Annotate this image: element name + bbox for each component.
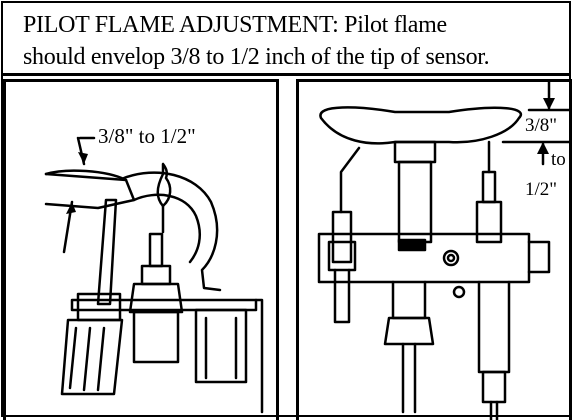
flame-tube-upper (44, 172, 136, 210)
pilot-assembly-front-view (317, 82, 569, 420)
mounting-bracket (70, 298, 258, 312)
thermocouple-lead (481, 370, 507, 404)
sensor-rod (96, 198, 118, 306)
gas-line-fitting (194, 308, 248, 384)
title-box: PILOT FLAME ADJUSTMENT: Pilot flame shou… (3, 3, 569, 76)
electrode-body (331, 210, 353, 264)
pilot-hood-inner (132, 193, 201, 264)
gas-fitting-nut (383, 316, 435, 346)
adjust-screw (442, 249, 460, 267)
title-line-2: should envelop 3/8 to 1/2 inch of the ti… (23, 44, 490, 70)
right-illustration-panel: 3/8" to 1/2" (296, 79, 572, 420)
electrode-nut (128, 282, 184, 314)
pilot-hood-front (319, 106, 523, 145)
pilot-assembly-side-view (44, 136, 264, 414)
pilot-body (317, 232, 531, 284)
dimension-label-left: 3/8" to 1/2" (98, 124, 196, 148)
title-line-1: PILOT FLAME ADJUSTMENT: Pilot flame (23, 12, 447, 38)
dimension-label-top: 3/8" (525, 115, 558, 136)
left-illustration-panel: 3/8" to 1/2" (3, 79, 279, 420)
pilot-column (393, 140, 437, 164)
pilot-hood (122, 171, 222, 292)
dimension-label-bottom: 1/2" (525, 179, 558, 200)
electrode-base (140, 264, 172, 286)
electrode-rod (148, 232, 164, 268)
pilot-flame-icon (156, 162, 172, 208)
dimension-label-mid: to (551, 149, 566, 170)
electrode-wire (339, 146, 361, 214)
flame-tube-lip (44, 169, 128, 182)
sensor-tip (481, 170, 497, 204)
